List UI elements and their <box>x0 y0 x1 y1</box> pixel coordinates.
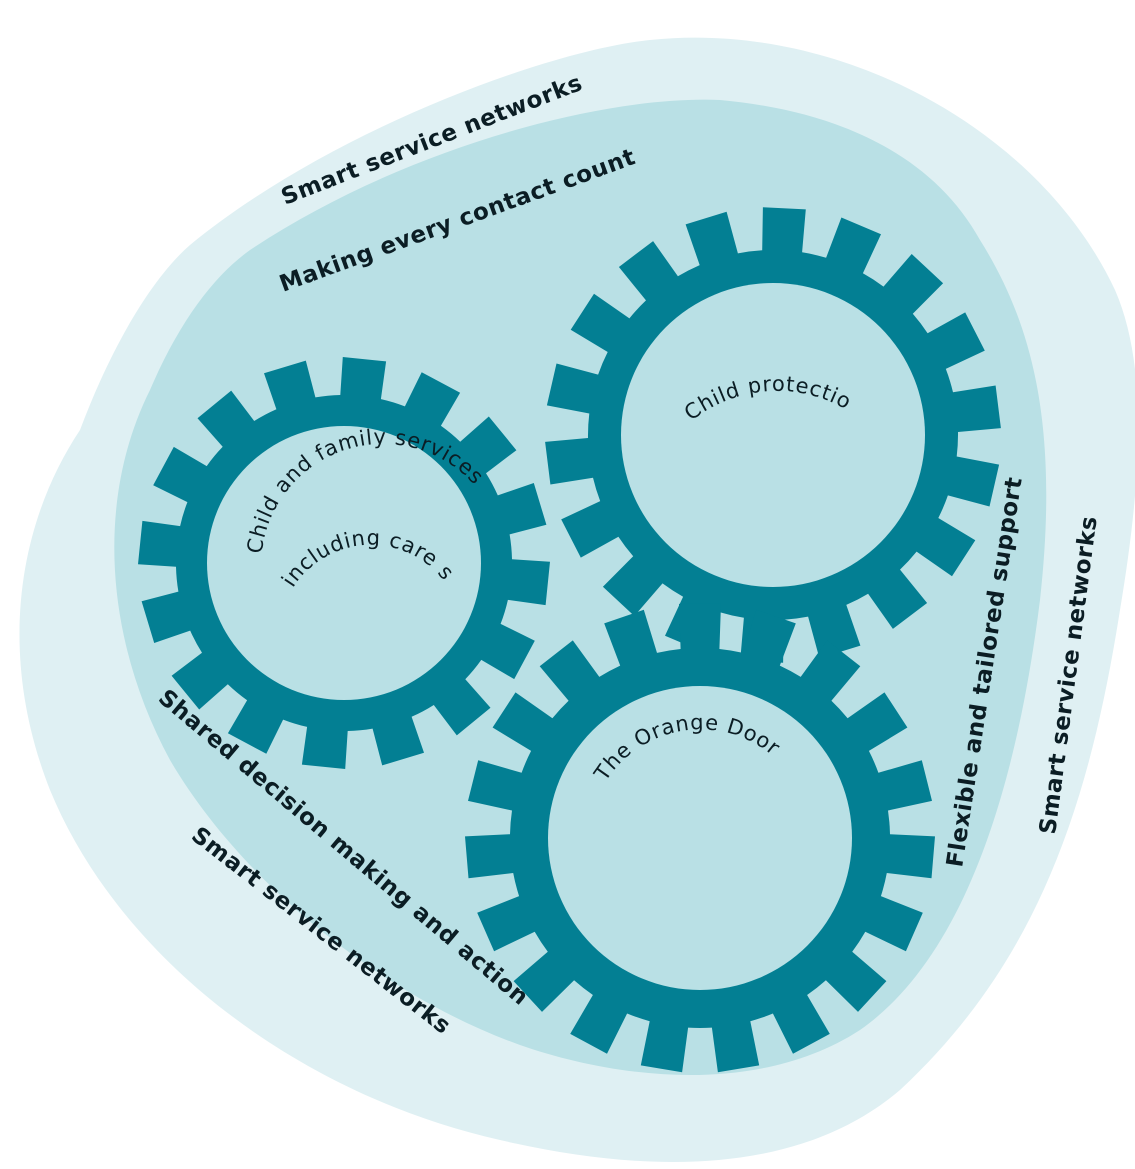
gear-top-right-center <box>621 283 925 587</box>
gear-left-center <box>207 426 481 700</box>
gear-bottom-center <box>548 686 852 990</box>
gears-group <box>138 207 1001 1073</box>
